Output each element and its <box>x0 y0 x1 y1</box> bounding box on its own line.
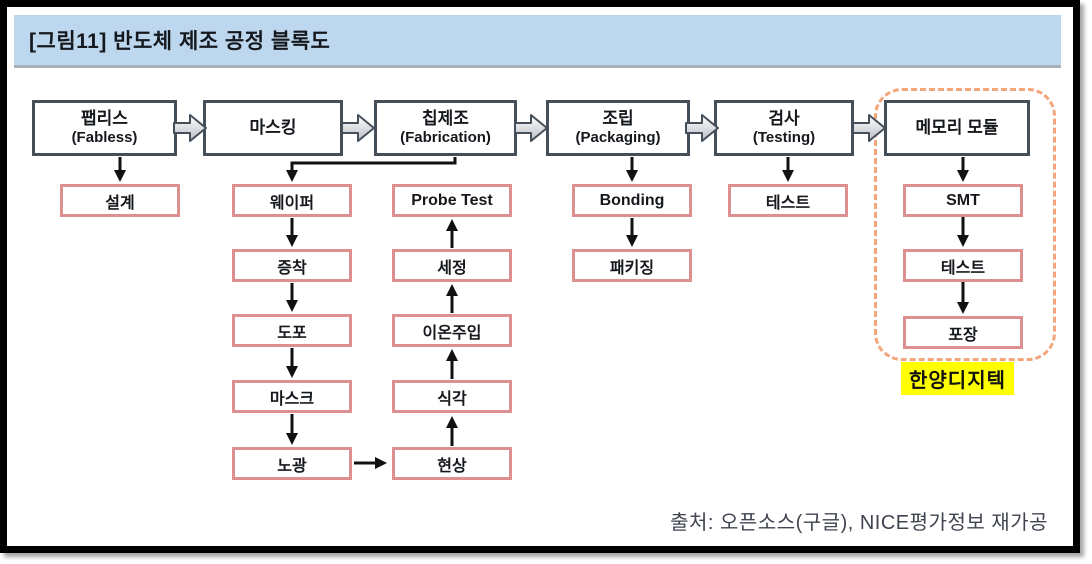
step-smt: SMT <box>903 184 1023 217</box>
block-arrow-icon <box>514 114 548 142</box>
step-probe-test: Probe Test <box>392 184 512 217</box>
stage-label: 조립 <box>602 109 634 128</box>
hanyang-digitech-region <box>874 88 1056 361</box>
stage-sublabel: (Fabless) <box>71 129 138 146</box>
block-arrow-icon <box>341 114 375 142</box>
step-packing: 포장 <box>903 316 1023 349</box>
stage-sublabel: (Packaging) <box>575 129 661 146</box>
figure-title: [그림11] 반도체 제조 공정 블록도 <box>29 30 331 53</box>
source-caption: 출처: 오픈소스(구글), NICE평가정보 재가공 <box>670 512 1048 534</box>
stage-sublabel: (Fabrication) <box>400 129 491 146</box>
stage-label: 팹리스 <box>81 109 128 128</box>
step-wafer: 웨이퍼 <box>232 184 352 217</box>
block-arrow-icon <box>852 114 886 142</box>
step-exposure: 노광 <box>232 447 352 480</box>
step-test: 테스트 <box>728 184 848 217</box>
step-module-test: 테스트 <box>903 249 1023 282</box>
step-bonding: Bonding <box>572 184 692 217</box>
step-deposition: 증착 <box>232 249 352 282</box>
process-stage-fabless: 팹리스 (Fabless) <box>32 100 177 156</box>
stage-label: 검사 <box>768 109 800 128</box>
stage-label: 칩제조 <box>422 109 469 128</box>
stage-label: 메모리 모듈 <box>915 118 999 137</box>
process-stage-memory-module: 메모리 모듈 <box>884 100 1030 156</box>
step-etching: 식각 <box>392 380 512 413</box>
step-packaging: 패키징 <box>572 249 692 282</box>
step-ion-implantation: 이온주입 <box>392 314 512 347</box>
hanyang-digitech-label: 한양디지텍 <box>901 362 1014 395</box>
step-cleaning: 세정 <box>392 249 512 282</box>
block-arrow-icon <box>173 114 207 142</box>
step-mask: 마스크 <box>232 380 352 413</box>
figure-title-bar: [그림11] 반도체 제조 공정 블록도 <box>14 15 1061 68</box>
block-arrow-icon <box>685 114 719 142</box>
process-stage-masking: 마스킹 <box>203 100 343 156</box>
process-stage-inspection: 검사 (Testing) <box>714 100 854 156</box>
process-stage-assembly: 조립 (Packaging) <box>546 100 690 156</box>
process-stage-fabrication: 칩제조 (Fabrication) <box>374 100 517 156</box>
step-coating: 도포 <box>232 314 352 347</box>
stage-label: 마스킹 <box>249 118 297 137</box>
stage-sublabel: (Testing) <box>752 129 816 146</box>
step-develop: 현상 <box>392 447 512 480</box>
step-design: 설계 <box>60 184 180 217</box>
